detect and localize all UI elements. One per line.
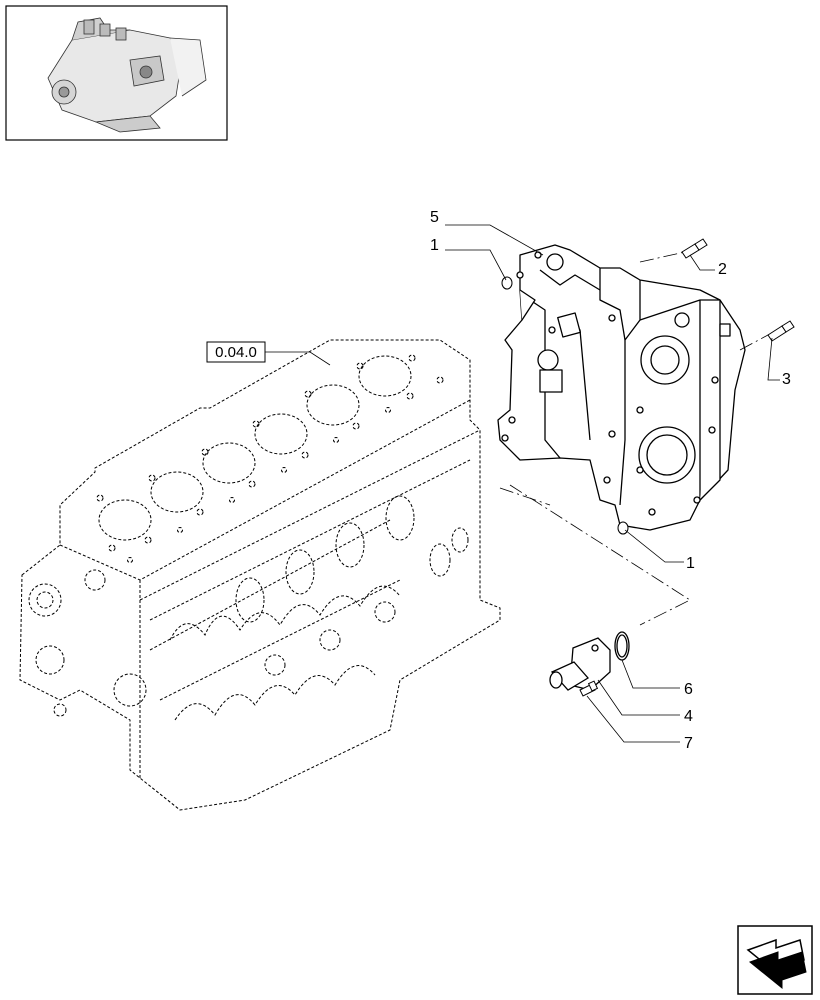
bolt-2: [681, 238, 708, 259]
o-ring-6: [614, 631, 630, 661]
callout-2: 2: [718, 261, 727, 278]
callout-5: 5: [430, 209, 439, 226]
reference-label: 0.04.0: [215, 344, 257, 361]
callout-1-top: 1: [430, 237, 439, 254]
engine-thumbnail-icon: [5, 5, 228, 141]
pipe-fitting-4: [549, 637, 611, 691]
bolt-3: [767, 320, 795, 342]
callout-1-bottom: 1: [686, 555, 695, 572]
gear-housing: [497, 244, 746, 531]
next-page-arrow-icon[interactable]: [737, 925, 813, 995]
callout-6: 6: [684, 681, 693, 698]
plug-1-top: [501, 276, 513, 290]
callout-7: 7: [684, 735, 693, 752]
screw-7: [579, 680, 599, 697]
callout-3: 3: [782, 371, 791, 388]
callout-4: 4: [684, 708, 693, 725]
callout-leaders: [445, 224, 780, 743]
assembly-centerlines: [499, 251, 769, 626]
reference-leader: [265, 351, 331, 366]
reference-tag[interactable]: 0.04.0: [206, 341, 266, 363]
plug-1-bottom: [617, 521, 629, 535]
engine-block-phantom: [19, 339, 501, 811]
